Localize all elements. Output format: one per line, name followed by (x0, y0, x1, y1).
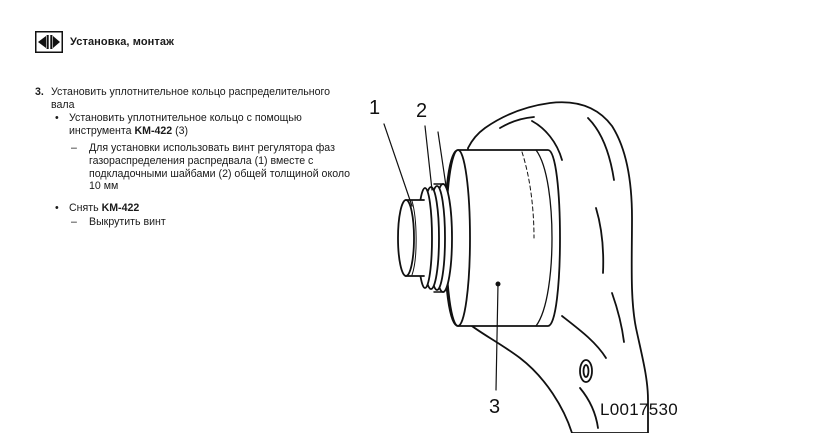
bullet-mark: • (55, 112, 59, 125)
dash-item-screw: – Для установки использовать винт регуля… (69, 142, 355, 192)
dash-item-unscrew: – Выкрутить винт (69, 216, 355, 229)
bullet-text: Снять KM-422 (69, 202, 355, 215)
step-body: Установить уплотнительное кольцо распред… (51, 86, 355, 229)
callout-3: 3 (489, 396, 501, 418)
bullet-text: Установить уплотнительное кольцо с помощ… (69, 112, 355, 137)
bullet-body: Снять KM-422 – Выкрутить винт (69, 202, 355, 229)
figure-code: L0017530 (600, 400, 679, 419)
bullet-remove: • Снять KM-422 – Выкрутить винт (51, 202, 355, 229)
step-title: Установить уплотнительное кольцо распред… (51, 86, 331, 111)
bullet-text-before: Снять (69, 201, 102, 214)
dash-text: Выкрутить винт (89, 216, 166, 229)
dash-mark: – (71, 216, 77, 229)
tool-name: KM-422 (101, 201, 140, 214)
callout-1: 1 (369, 97, 381, 119)
bullet-text-before: Установить уплотнительное кольцо с помощ… (69, 112, 302, 137)
section-title: Установка, монтаж (70, 36, 174, 48)
technical-illustration: 1 2 3 L0017530 (350, 88, 720, 433)
dash-text: Для установки использовать винт регулято… (89, 142, 351, 193)
dash-mark: – (71, 142, 77, 155)
bullet-install: • Установить уплотнительное кольцо с пом… (51, 112, 355, 193)
step-number: 3. (35, 86, 44, 98)
step-3: 3. Установить уплотнительное кольцо расп… (35, 86, 355, 229)
seal-installation-drawing (383, 101, 649, 433)
tool-name: KM-422 (134, 124, 173, 137)
section-header: Установка, монтаж (35, 31, 174, 53)
bullet-body: Установить уплотнительное кольцо с помощ… (69, 112, 355, 193)
bullet-text-after: (3) (172, 124, 189, 137)
callout-2: 2 (416, 100, 428, 122)
bullet-mark: • (55, 201, 59, 214)
install-arrows-icon (35, 31, 63, 53)
instruction-text: 3. Установить уплотнительное кольцо расп… (35, 86, 355, 229)
